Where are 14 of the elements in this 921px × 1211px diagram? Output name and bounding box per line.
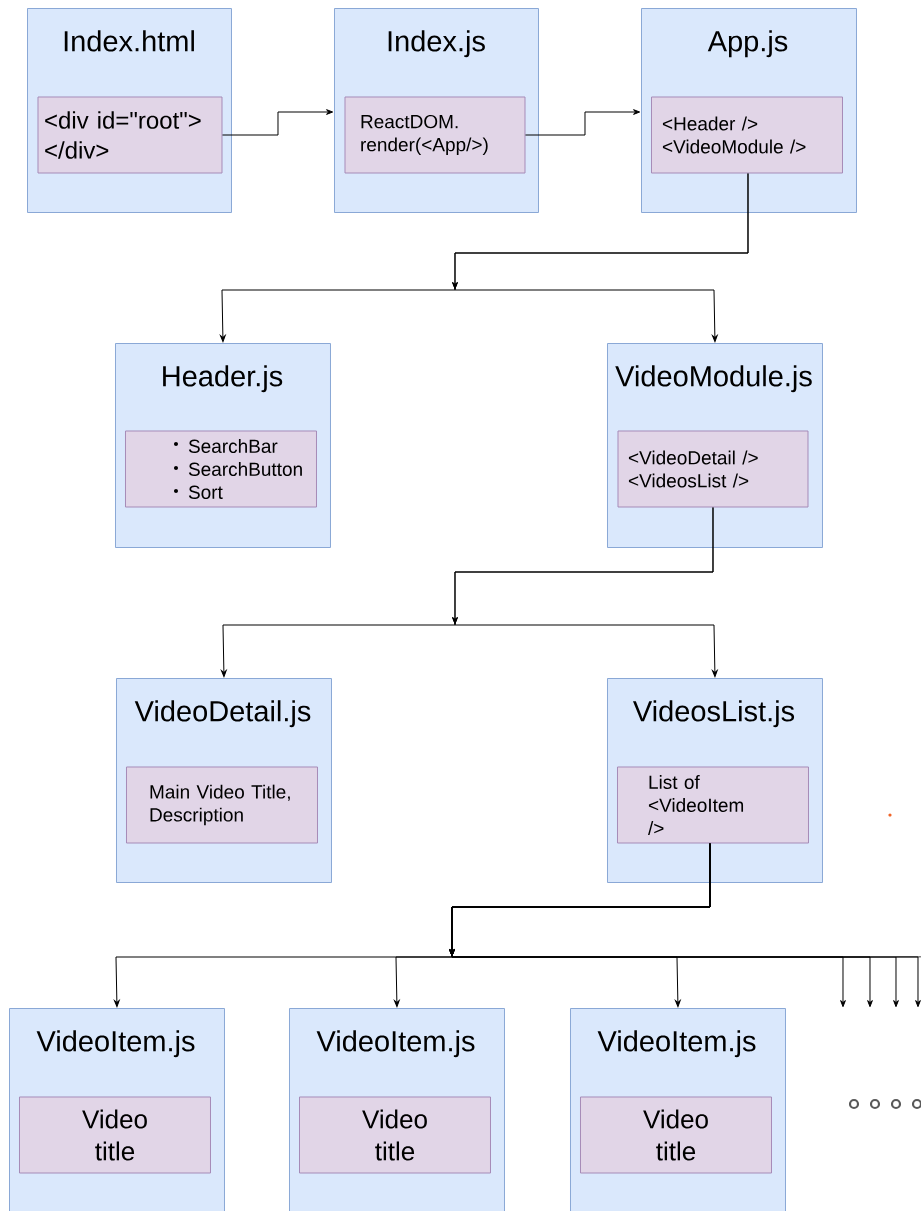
content-box: <VideoDetail /> <VideosList />	[617, 430, 809, 508]
content-box: SearchBar SearchButton Sort	[125, 430, 317, 508]
content-box: Video title	[580, 1096, 772, 1174]
content-box: <Header /> <VideoModule />	[651, 96, 843, 174]
arrow	[525, 109, 641, 136]
content-box: ReactDOM. render(<App/>)	[344, 96, 526, 174]
content-box: Video title	[299, 1096, 491, 1174]
arrow	[452, 173, 749, 343]
content-box: Video title	[19, 1096, 211, 1174]
content-box: Main Video Title, Description	[126, 766, 318, 844]
content-box: List of <VideoItem />	[617, 766, 809, 844]
arrow	[452, 507, 718, 678]
content-box: <div id="root"> </div>	[37, 96, 223, 174]
arrow	[222, 109, 334, 136]
